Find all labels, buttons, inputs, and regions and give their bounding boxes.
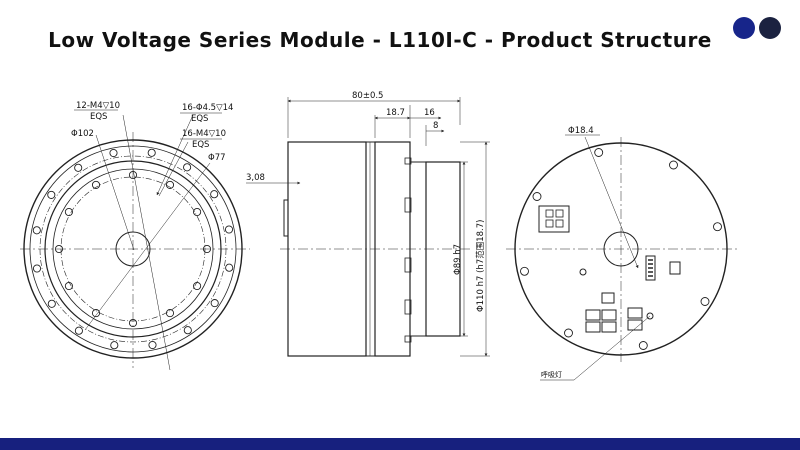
label-breathing-light: 呼吸灯 xyxy=(541,370,562,379)
label-dim-18-7: 18.7 xyxy=(386,108,405,118)
label-dia-18-4: Φ18.4 xyxy=(568,126,594,136)
inner-hole-4 xyxy=(128,318,138,328)
side-view xyxy=(246,97,490,357)
inner-hole-12 xyxy=(193,207,202,217)
decor-dot-primary xyxy=(733,17,755,39)
leader-dia-77 xyxy=(84,162,211,331)
inner-hole-9 xyxy=(91,180,101,189)
power-connector xyxy=(538,205,570,233)
label-thread-16: 16-M4▽10 xyxy=(182,129,226,139)
leader-thread-12 xyxy=(95,134,135,251)
label-eqs-2: EQS xyxy=(191,114,208,124)
leader-thread-16 xyxy=(158,141,189,197)
status-led xyxy=(646,312,654,320)
inner-hole-3 xyxy=(165,309,175,318)
label-length-80: 80±0.5 xyxy=(352,91,383,101)
outer-hole-7 xyxy=(47,299,56,308)
label-dia-102: Φ102 xyxy=(71,129,94,139)
outer-hole-14 xyxy=(183,163,192,172)
label-dim-3-08: 3,08 xyxy=(246,173,265,183)
outer-hole-2 xyxy=(210,299,219,308)
outer-holes xyxy=(32,148,234,350)
label-eqs-1: EQS xyxy=(90,112,107,122)
usb-port xyxy=(669,261,681,275)
connector-bottom xyxy=(404,335,412,343)
inner-hole-2 xyxy=(193,281,202,291)
rj-port-1 xyxy=(585,309,601,321)
rear-screw-2 xyxy=(713,222,722,232)
outer-hole-15 xyxy=(210,190,219,199)
rear-screw-8 xyxy=(594,148,604,157)
label-dim-16: 16 xyxy=(424,108,435,118)
power-pin-3 xyxy=(545,219,554,228)
connector-1 xyxy=(404,197,412,213)
rj-port-4 xyxy=(601,321,617,333)
outer-hole-16 xyxy=(224,225,234,234)
label-dia-77: Φ77 xyxy=(208,153,226,163)
label-holes-16: 16-Φ4.5▽14 xyxy=(182,103,233,113)
connector-2 xyxy=(404,257,412,273)
label-eqs-3: EQS xyxy=(192,140,209,150)
rear-screw-3 xyxy=(700,297,710,306)
rj-port-2 xyxy=(601,309,617,321)
inner-hole-8 xyxy=(64,207,73,217)
power-pin-2 xyxy=(555,209,564,218)
rear-screw-1 xyxy=(669,160,678,170)
outer-hole-11 xyxy=(74,163,83,172)
rear-screws xyxy=(520,148,722,350)
label-dim-8: 8 xyxy=(433,121,438,131)
front-flange-lip xyxy=(283,199,289,237)
label-dia-110: Φ110 h7 (h7范围18.7) xyxy=(475,220,486,312)
outer-hole-8 xyxy=(32,264,42,273)
dip-switch xyxy=(645,255,656,281)
inner-hole-6 xyxy=(64,281,73,291)
inner-hole-1 xyxy=(202,244,212,254)
power-pin-1 xyxy=(545,209,554,218)
inner-hole-7 xyxy=(54,244,64,254)
connector-top xyxy=(404,157,412,165)
rj-port-3 xyxy=(585,321,601,333)
outer-hole-4 xyxy=(148,340,157,350)
rear-view xyxy=(506,134,737,381)
outer-hole-1 xyxy=(225,263,234,272)
rear-screw-7 xyxy=(532,192,542,201)
leader-dia-102 xyxy=(122,114,171,371)
small-connector xyxy=(601,292,615,304)
side-view-labels: 80±0.5 18.7 16 8 3,08 Φ89 h7 Φ110 h7 (h7… xyxy=(246,91,486,312)
outer-hole-12 xyxy=(109,148,118,158)
outer-hole-13 xyxy=(147,148,156,157)
rear-screw-4 xyxy=(638,341,648,350)
leader-dia-18-4 xyxy=(584,136,639,269)
page-title: Low Voltage Series Module - L110I-C - Pr… xyxy=(48,28,712,52)
outer-hole-9 xyxy=(32,226,41,235)
rj-port-5 xyxy=(627,307,643,319)
rj-port-6 xyxy=(627,319,643,331)
front-view xyxy=(20,109,250,371)
outer-hole-10 xyxy=(47,190,56,199)
breathing-light-led xyxy=(579,268,587,276)
inner-hole-10 xyxy=(128,170,138,180)
outer-hole-6 xyxy=(74,326,83,335)
bottom-accent-bar xyxy=(0,438,800,450)
rear-view-labels: Φ18.4 呼吸灯 xyxy=(541,126,594,379)
front-view-labels: 12-M4▽10 EQS Φ102 16-Φ4.5▽14 EQS 16-M4▽1… xyxy=(71,101,233,163)
rear-screw-6 xyxy=(520,266,529,276)
rear-screw-5 xyxy=(564,328,573,338)
outer-hole-5 xyxy=(110,341,119,350)
inner-hole-5 xyxy=(91,309,101,318)
inner-holes xyxy=(54,170,212,328)
leader-breathing-light xyxy=(573,315,651,381)
outer-hole-3 xyxy=(183,326,192,335)
label-thread-12: 12-M4▽10 xyxy=(76,101,120,111)
inner-hole-11 xyxy=(165,180,175,189)
connector-3 xyxy=(404,299,412,315)
label-dia-89: Φ89 h7 xyxy=(453,244,463,275)
power-pin-4 xyxy=(555,219,564,228)
decor-dot-secondary xyxy=(759,17,781,39)
leader-holes-16 xyxy=(156,114,194,196)
